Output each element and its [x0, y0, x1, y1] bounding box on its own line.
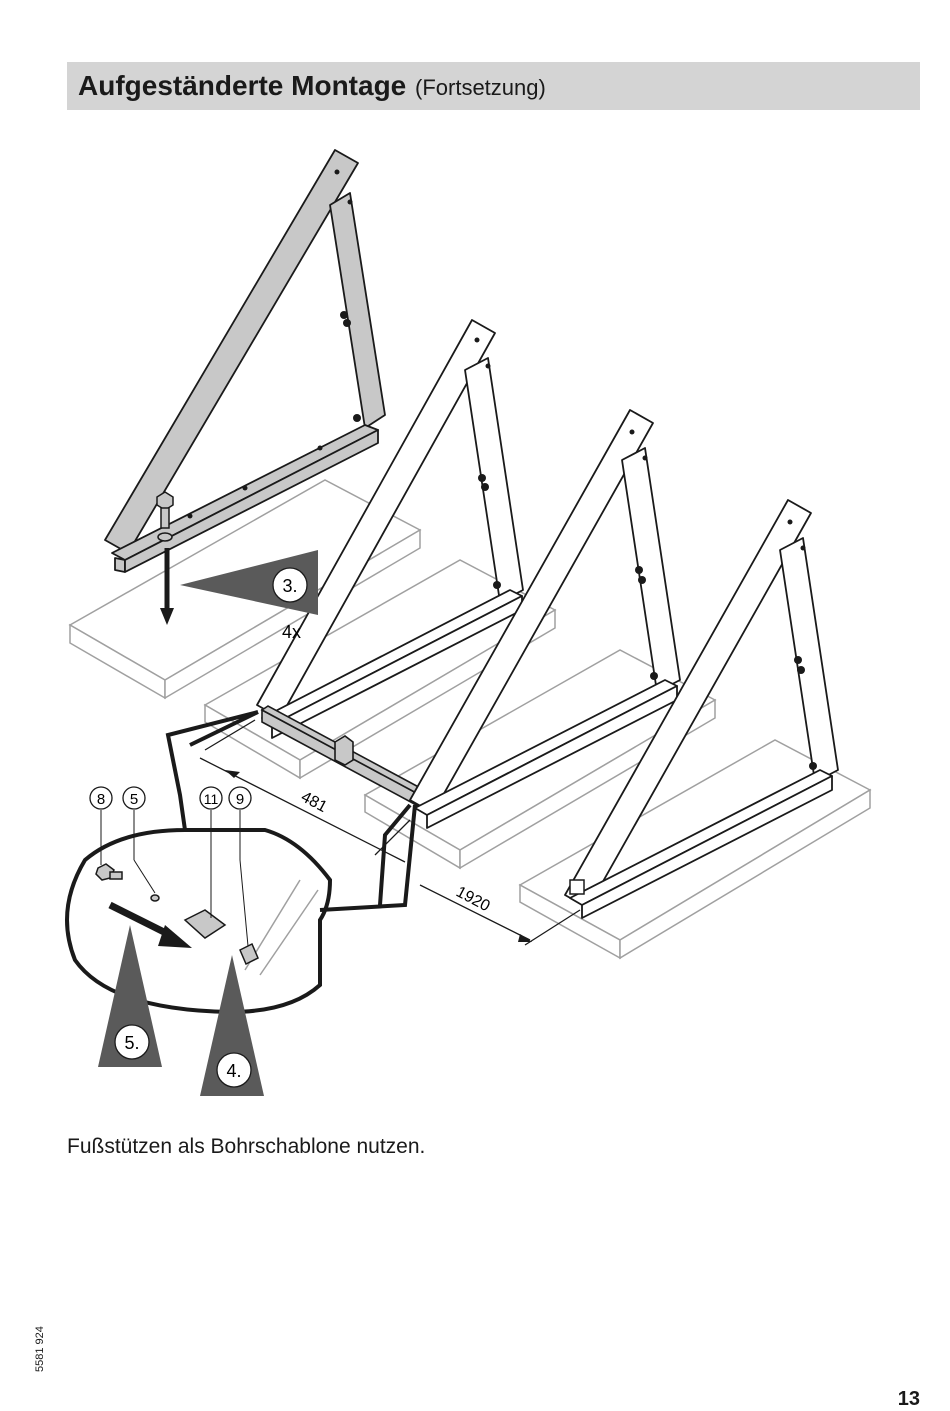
quantity-label: 4x	[282, 622, 301, 642]
detail-parts	[95, 863, 259, 966]
part-number-8-label: 8	[97, 791, 105, 808]
triangle-frame-1	[104, 149, 386, 573]
section-header: Aufgeständerte Montage (Fortsetzung)	[67, 62, 920, 110]
part-number-9-label: 9	[236, 791, 244, 808]
detail-callout	[65, 710, 333, 1015]
step-3-label: 3.	[282, 576, 297, 596]
part-number-11	[199, 786, 223, 810]
dimension-spacing: 481	[298, 789, 330, 817]
section-title: Aufgeständerte Montage	[78, 70, 407, 101]
part-number-8	[89, 786, 113, 810]
caption: Fußstützen als Bohrschablone nutzen.	[67, 1135, 426, 1158]
part-number-9	[228, 786, 252, 810]
dimension-total: 1920	[453, 884, 492, 916]
part-number-5	[122, 786, 146, 810]
page-number: 13	[897, 1388, 920, 1410]
document-number: 5581 924	[34, 1326, 46, 1372]
step-4-label: 4.	[226, 1061, 241, 1081]
assembly-illustration: 481 1920 8 5 11 9 3. 4x 5. 4.	[65, 149, 872, 1096]
triangle-frame-2	[256, 319, 524, 739]
part-number-5-label: 5	[130, 791, 138, 808]
step-5-label: 5.	[124, 1033, 139, 1053]
triangle-frame-4	[564, 499, 839, 919]
part-number-11-label: 11	[204, 791, 219, 807]
triangle-frame-3	[409, 409, 681, 829]
bolt	[156, 491, 174, 542]
section-subtitle: (Fortsetzung)	[415, 75, 546, 100]
